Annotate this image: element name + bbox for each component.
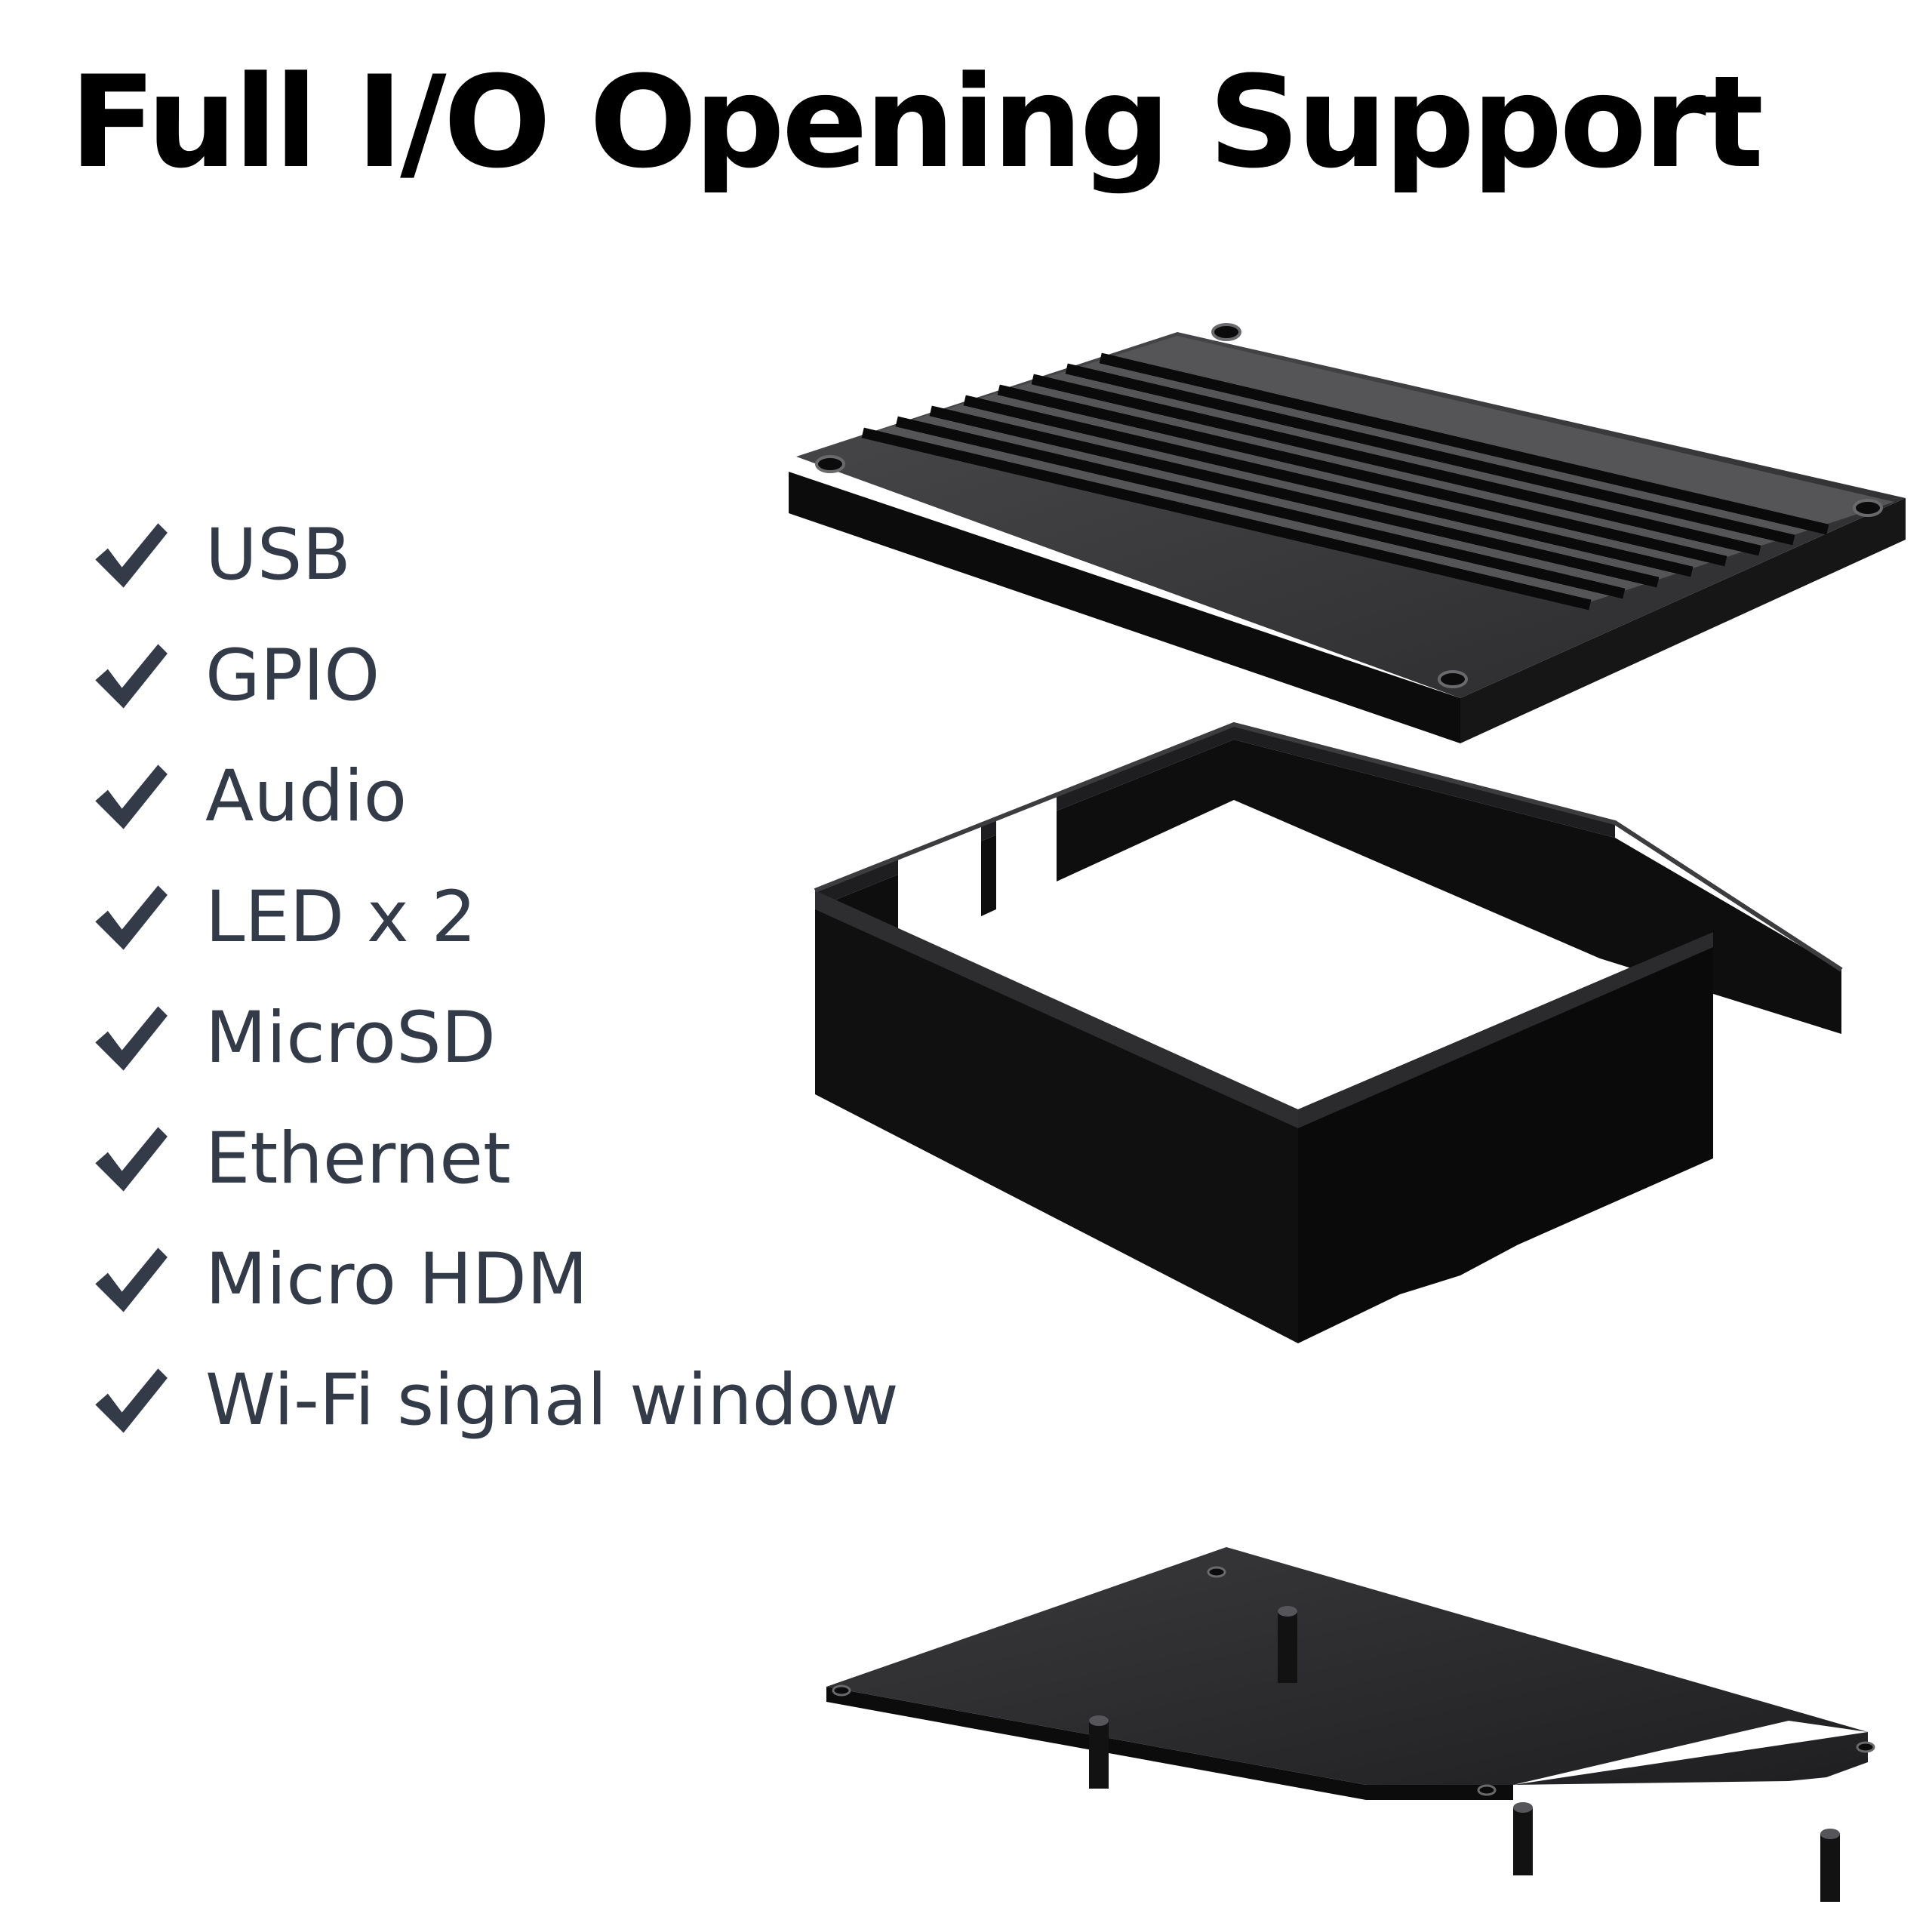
base-plate — [826, 1547, 1875, 1902]
feature-item-usb: USB — [91, 494, 899, 615]
feature-item-audio: Audio — [91, 736, 899, 857]
feature-label: Micro HDM — [205, 1238, 589, 1321]
check-icon — [95, 1127, 168, 1192]
standoff-posts — [1089, 1606, 1840, 1902]
case-frame — [814, 721, 1843, 1343]
feature-label: GPIO — [205, 634, 380, 717]
feature-label: Ethernet — [205, 1117, 511, 1200]
check-icon — [95, 523, 168, 588]
feature-label: MicroSD — [205, 996, 497, 1079]
check-icon — [95, 1368, 168, 1433]
feature-label: LED x 2 — [205, 875, 477, 958]
feature-item-gpio: GPIO — [91, 615, 899, 736]
case-exploded-illustration — [789, 323, 1906, 1902]
feature-item-microsd: MicroSD — [91, 977, 899, 1098]
feature-label: Wi-Fi signal window — [205, 1358, 899, 1441]
feature-item-wifi-window: Wi-Fi signal window — [91, 1340, 899, 1460]
check-icon — [95, 644, 168, 709]
feature-list: USB GPIO Audio LED x 2 MicroSD Ethernet … — [91, 494, 899, 1460]
feature-item-ethernet: Ethernet — [91, 1098, 899, 1219]
check-icon — [95, 885, 168, 950]
check-icon — [95, 764, 168, 829]
check-icon — [95, 1247, 168, 1312]
feature-item-led: LED x 2 — [91, 857, 899, 977]
feature-item-micro-hdm: Micro HDM — [91, 1219, 899, 1340]
check-icon — [95, 1006, 168, 1071]
page-title: Full I/O Opening Support — [69, 48, 1764, 196]
feature-label: USB — [205, 513, 351, 596]
heatsink-lid — [789, 323, 1906, 743]
feature-label: Audio — [205, 755, 408, 838]
